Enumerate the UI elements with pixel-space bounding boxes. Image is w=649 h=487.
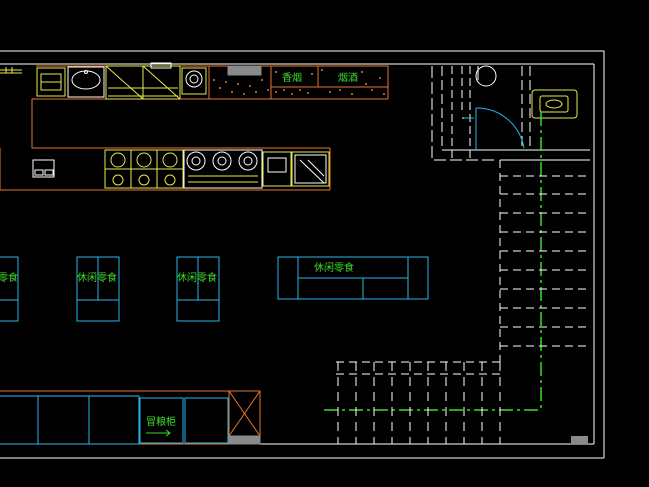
fridge-label: 冒粮柜 bbox=[146, 415, 176, 428]
snack-shelf-1: 零食 bbox=[0, 256, 19, 322]
stair-grid-pattern bbox=[336, 160, 588, 375]
door-swing bbox=[464, 107, 525, 150]
snack-shelf-1-label: 零食 bbox=[0, 271, 18, 284]
bottom-display-cabinets: 冒粮柜 bbox=[0, 390, 261, 445]
service-counter bbox=[0, 65, 389, 191]
column-block bbox=[571, 436, 588, 444]
restroom-walls bbox=[431, 65, 590, 161]
second-equipment-row bbox=[104, 149, 330, 189]
axis-lines bbox=[324, 112, 542, 411]
shelf-label-a: 香烟 bbox=[282, 71, 302, 84]
shelf-hatch-pattern bbox=[213, 69, 385, 95]
snack-shelf-2-label: 休闲零食 bbox=[77, 271, 117, 284]
snack-shelf-3-label: 休闲零食 bbox=[177, 271, 217, 284]
vertical-dash-pattern bbox=[337, 362, 501, 444]
top-equipment-row: 香烟 烟酒 bbox=[36, 62, 389, 100]
snack-shelf-3: 休闲零食 bbox=[176, 256, 220, 322]
snack-shelf-2: 休闲零食 bbox=[76, 256, 120, 322]
left-small-appliance bbox=[32, 159, 55, 178]
toilet-fixture bbox=[531, 89, 578, 119]
snack-shelf-4-label: 休闲零食 bbox=[314, 261, 354, 274]
corner-marker bbox=[0, 67, 22, 74]
outer-wall-frame bbox=[0, 50, 605, 459]
shelf-label-b: 烟酒 bbox=[338, 71, 358, 84]
snack-shelf-4: 休闲零食 bbox=[277, 256, 429, 300]
